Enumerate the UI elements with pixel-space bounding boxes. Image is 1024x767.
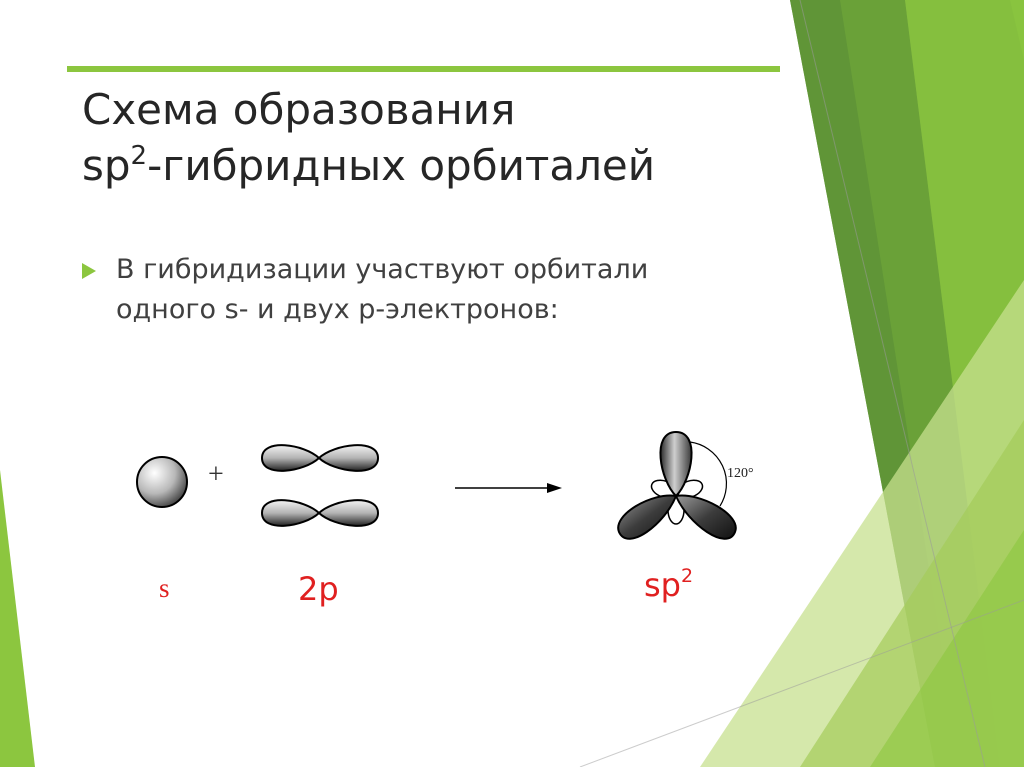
sp2-lobe-right — [674, 494, 737, 540]
label-sp2: sp2 — [644, 566, 693, 604]
bullet-line-2: одного s- и двух p-электронов: — [116, 294, 559, 325]
page-title: Схема образования sp2-гибридных орбитале… — [82, 82, 655, 194]
title-superscript: 2 — [130, 141, 148, 171]
title-underline — [67, 66, 780, 72]
p-orbital-bottom — [260, 499, 380, 527]
bullet-text: В гибридизации участвуют орбитали одного… — [116, 250, 648, 330]
sp2-lobe-left — [617, 494, 678, 540]
title-suffix: -гибридных орбиталей — [147, 141, 656, 190]
sp2-hybrid-orbitals — [617, 430, 737, 540]
s-orbital-sphere — [136, 456, 188, 508]
label-2p: 2p — [298, 570, 339, 608]
angle-arc — [689, 441, 727, 507]
p-orbital-top — [260, 444, 380, 472]
label-sp2-base: sp — [644, 566, 681, 604]
reaction-arrow — [455, 483, 562, 493]
title-line-1: Схема образования — [82, 85, 516, 134]
label-s: s — [159, 573, 170, 603]
bullet-line-1: В гибридизации участвуют орбитали — [116, 254, 649, 285]
plus-sign: + — [208, 459, 224, 490]
sp2-lobe-up — [659, 430, 693, 498]
triangle-bullet-icon — [82, 263, 96, 279]
angle-label: 120° — [727, 466, 754, 481]
title-prefix: sp — [82, 141, 131, 190]
label-sp2-superscript: 2 — [680, 565, 694, 587]
